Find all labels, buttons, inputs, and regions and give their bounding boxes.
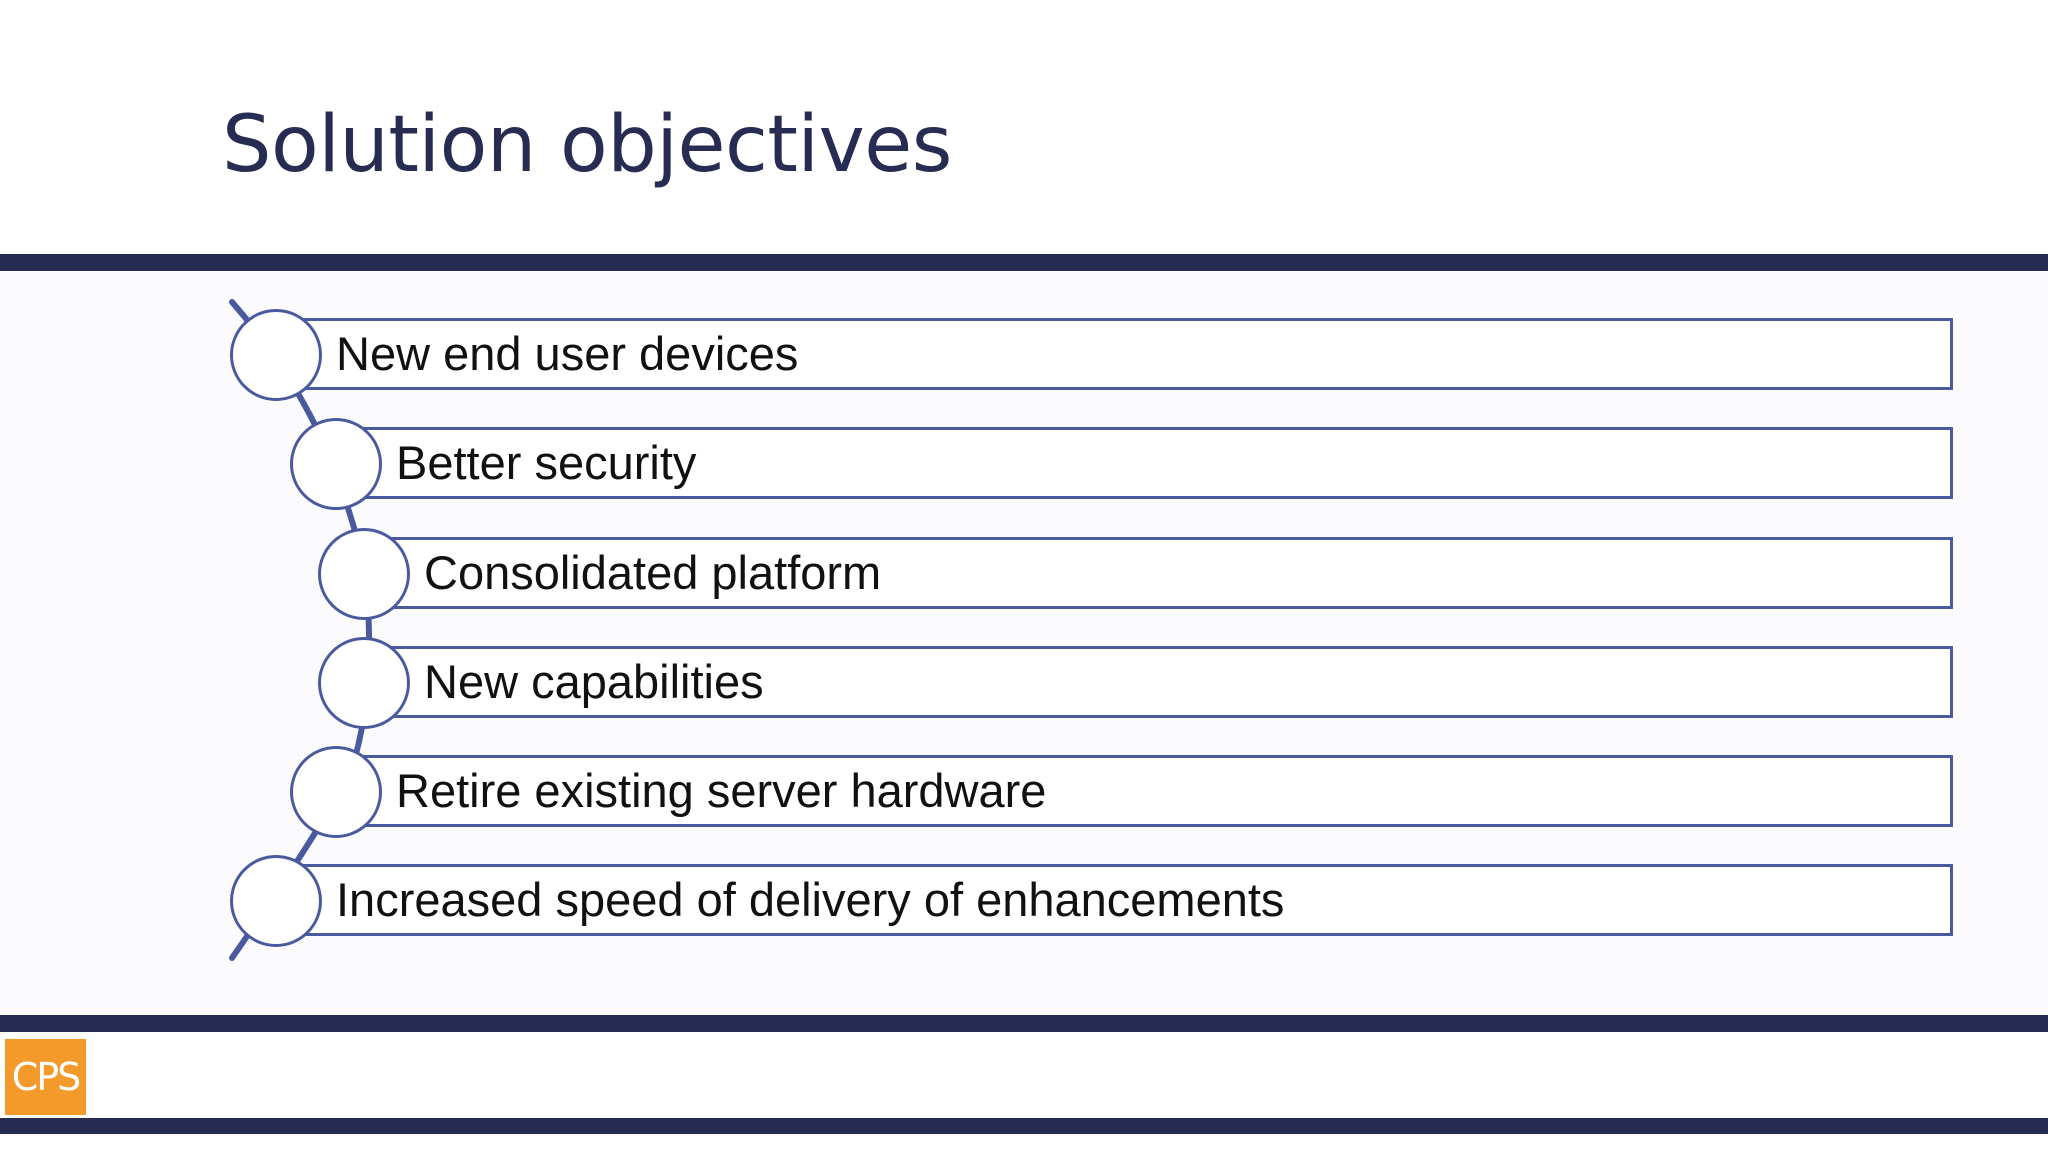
slide-title: Solution objectives	[222, 100, 952, 190]
objective-circle-3	[318, 528, 410, 620]
objective-label-2: Better security	[396, 436, 697, 489]
objective-box-4	[364, 646, 1953, 718]
objective-circle-2	[290, 418, 382, 510]
objective-label-4: New capabilities	[424, 655, 764, 708]
objective-label-1: New end user devices	[336, 327, 799, 380]
top-divider	[0, 254, 2048, 271]
objective-circle-6	[230, 855, 322, 947]
objective-label-3: Consolidated platform	[424, 546, 882, 599]
objective-circle-1	[230, 309, 322, 401]
cps-logo: CPS	[5, 1039, 86, 1115]
objective-box-6	[275, 864, 1953, 936]
objective-circle-4	[318, 637, 410, 729]
objective-box-5	[335, 755, 1953, 827]
objective-circle-5	[290, 746, 382, 838]
objective-label-6: Increased speed of delivery of enhanceme…	[336, 873, 1285, 926]
footer-divider-bottom	[0, 1118, 2048, 1134]
footer-divider-top	[0, 1015, 2048, 1032]
objective-label-5: Retire existing server hardware	[396, 764, 1047, 817]
objective-box-3	[364, 537, 1953, 609]
logo-text: CPS	[11, 1055, 82, 1099]
objective-box-1	[275, 318, 1953, 390]
